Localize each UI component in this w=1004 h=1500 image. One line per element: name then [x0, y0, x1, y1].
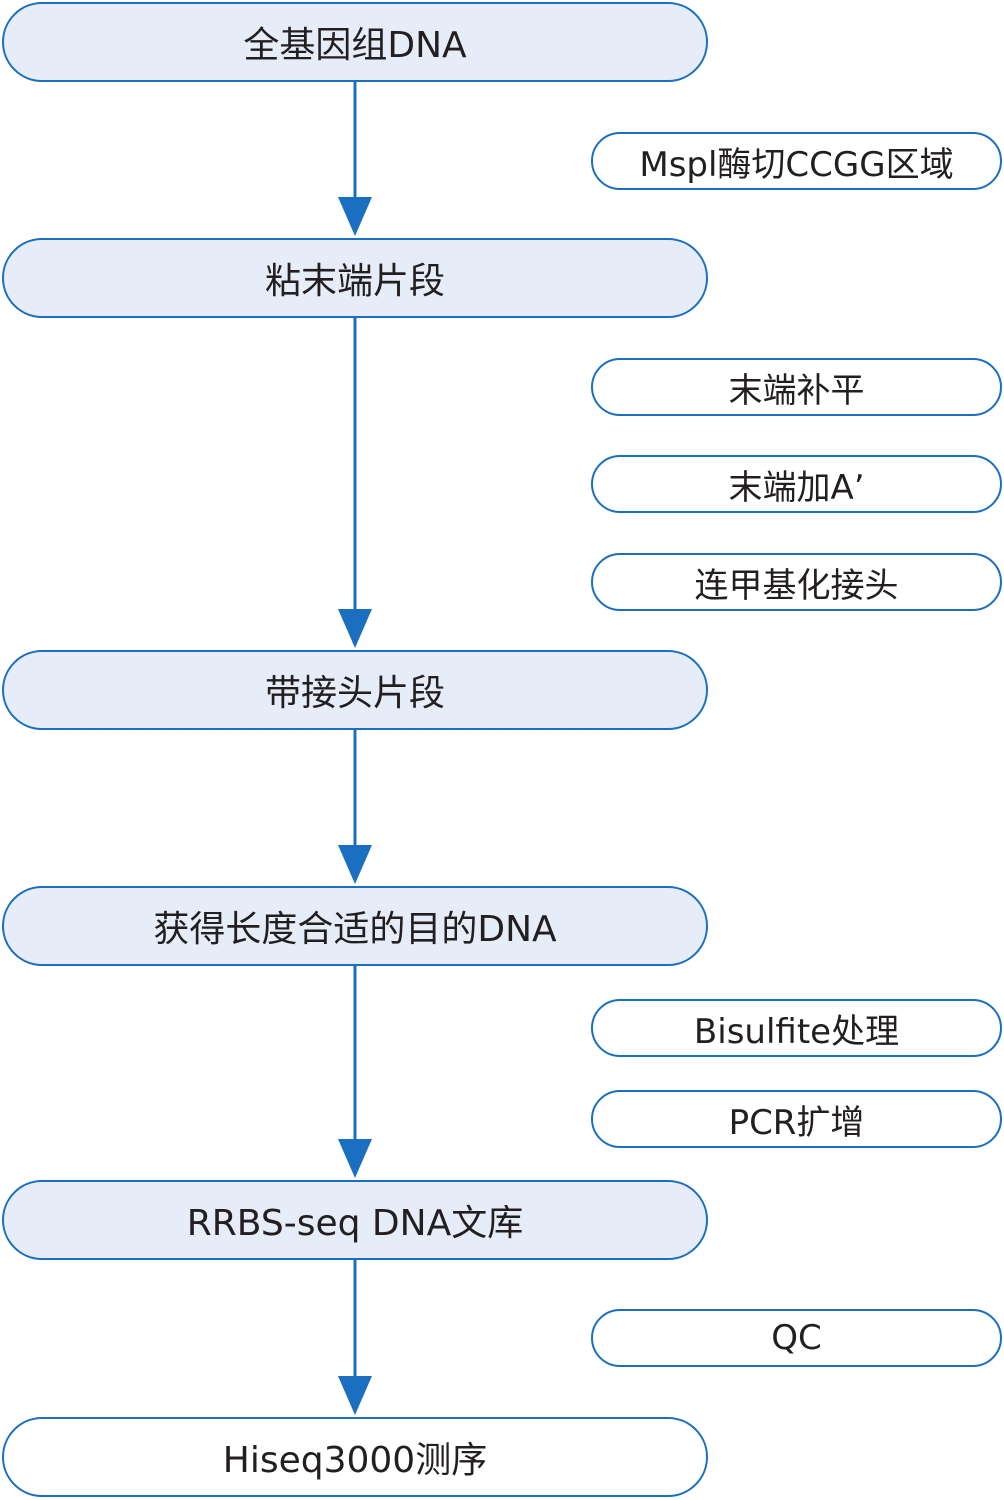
side-step-a-tailing: 末端加A’ — [591, 455, 1002, 513]
arrow-2 — [338, 318, 372, 648]
main-step-rrbs-library: RRBS-seq DNA文库 — [2, 1180, 708, 1260]
arrow-3 — [338, 730, 372, 884]
side-step-end-repair: 末端补平 — [591, 358, 1002, 416]
side-step-bisulfite: Bisulfite处理 — [591, 999, 1002, 1057]
main-step-sequencing: Hiseq3000测序 — [2, 1417, 708, 1497]
arrow-1 — [338, 82, 372, 236]
side-step-pcr: PCR扩增 — [591, 1090, 1002, 1148]
main-step-target-dna: 获得长度合适的目的DNA — [2, 886, 708, 966]
main-step-adapter-fragments: 带接头片段 — [2, 650, 708, 730]
side-step-mspl-digest: Mspl酶切CCGG区域 — [591, 132, 1002, 190]
arrow-4 — [338, 966, 372, 1178]
side-step-qc: QC — [591, 1309, 1002, 1367]
main-step-sticky-end-fragments: 粘末端片段 — [2, 238, 708, 318]
arrow-5 — [338, 1260, 372, 1415]
main-step-genomic-dna: 全基因组DNA — [2, 2, 708, 82]
side-step-methylated-adapter-ligation: 连甲基化接头 — [591, 553, 1002, 611]
